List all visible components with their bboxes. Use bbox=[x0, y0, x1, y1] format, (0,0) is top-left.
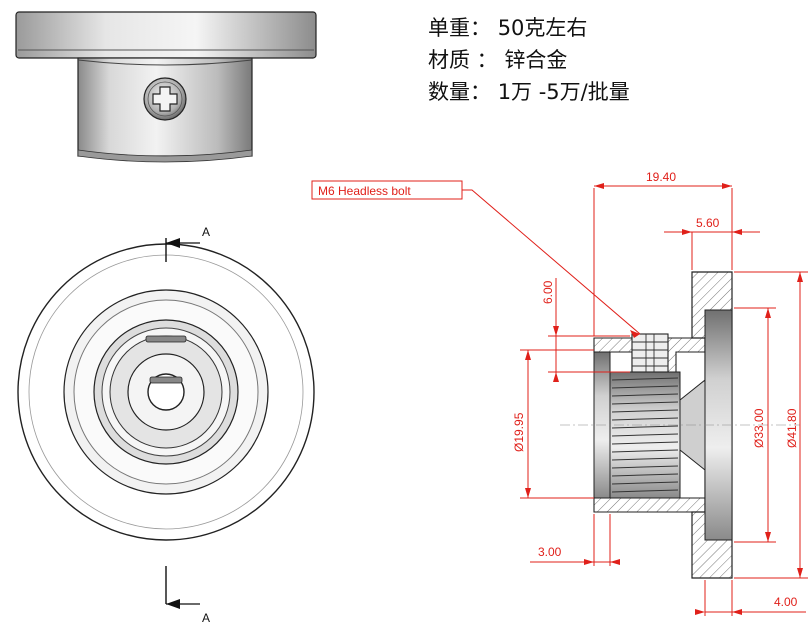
section-view bbox=[560, 271, 800, 579]
section-label-top: A bbox=[202, 225, 210, 239]
cylinder-top-edge bbox=[77, 59, 253, 66]
top-slot bbox=[145, 335, 187, 343]
dim-shoulder-depth: 3.00 bbox=[538, 545, 562, 559]
phillips-cross-icon bbox=[152, 86, 178, 112]
section-arrow-bottom-head bbox=[166, 599, 180, 609]
dimension-arrowheads bbox=[525, 183, 803, 615]
dim-flange-thickness: 5.60 bbox=[696, 216, 720, 230]
cylinder-bottom-edge bbox=[77, 149, 253, 163]
spec-quantity: 数量： 1万 -5万/批量 bbox=[428, 80, 630, 104]
inner-slot bbox=[149, 376, 183, 384]
perspective-view bbox=[15, 11, 317, 163]
dim-inner-diameter: Ø33.00 bbox=[752, 408, 766, 448]
bolt-thread-lines bbox=[632, 334, 668, 372]
dim-thread-diameter: Ø19.95 bbox=[512, 412, 526, 452]
callout-label: M6 Headless bolt bbox=[318, 184, 411, 198]
body-bottom-wall bbox=[593, 497, 706, 513]
dim-overall-length: 19.40 bbox=[646, 170, 676, 184]
spec-material: 材质 ： 锌合金 bbox=[428, 48, 568, 72]
front-view: A A bbox=[17, 225, 315, 625]
callout-box bbox=[311, 180, 463, 200]
dim-bolt-offset: 6.00 bbox=[541, 280, 555, 304]
flange-body bbox=[15, 11, 317, 59]
dim-flange-diameter: Ø41.80 bbox=[785, 408, 799, 448]
dim-flange-lip: 4.00 bbox=[774, 595, 798, 609]
spec-weight: 单重： 50克左右 bbox=[428, 16, 588, 40]
spec-block: 单重： 50克左右 材质 ： 锌合金 数量： 1万 -5万/批量 bbox=[428, 12, 630, 108]
screw-head-rim bbox=[147, 81, 183, 117]
thread-lines bbox=[611, 377, 679, 493]
section-arrow-top-head bbox=[166, 238, 180, 248]
section-label-bottom: A bbox=[202, 611, 210, 625]
